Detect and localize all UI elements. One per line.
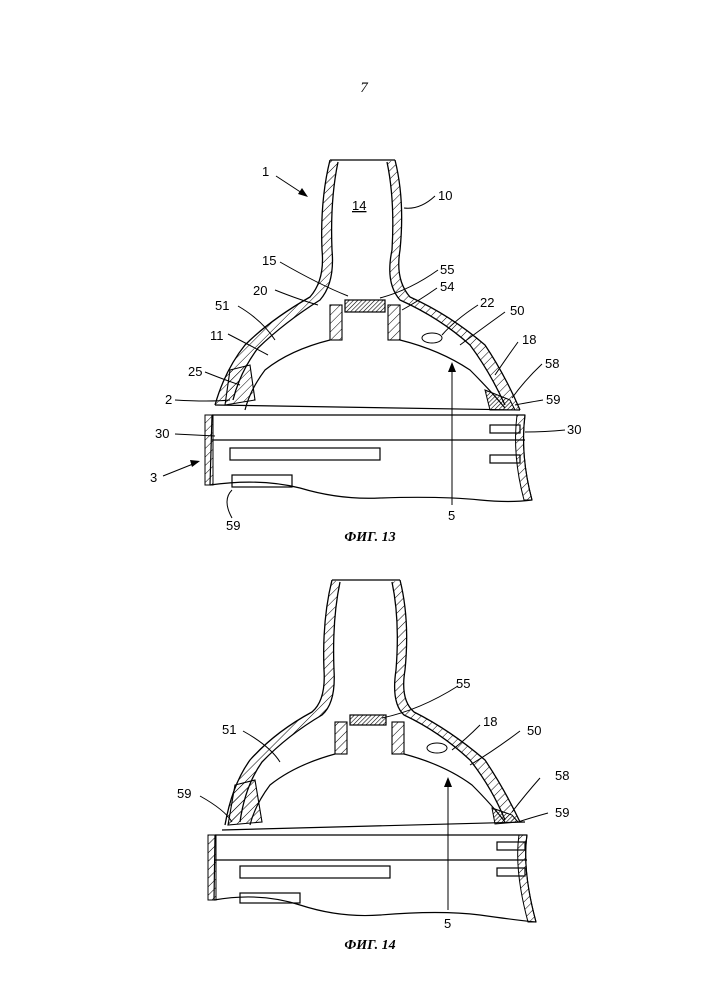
- label-2: 2: [165, 392, 172, 407]
- figure-13-caption: ФИГ. 13: [6, 530, 728, 546]
- label-59-left: 59: [177, 786, 191, 801]
- label-58: 58: [555, 768, 569, 783]
- bottle-3: [210, 415, 532, 502]
- label-11: 11: [210, 328, 224, 343]
- label-18: 18: [483, 714, 497, 729]
- figure-13-drawing: 1 14 10 15 55 54 20 22 51 50 11 18 25 58…: [0, 0, 728, 560]
- label-50: 50: [510, 303, 524, 318]
- label-15: 15: [262, 253, 276, 268]
- label-59-right: 59: [546, 392, 560, 407]
- label-50: 50: [527, 723, 541, 738]
- label-18: 18: [522, 332, 536, 347]
- leader-lines: [163, 176, 565, 518]
- label-51: 51: [222, 722, 236, 737]
- nipple-wall-left: [310, 160, 338, 300]
- label-1: 1: [262, 164, 269, 179]
- valve-disc: [345, 300, 385, 312]
- label-58: 58: [545, 356, 559, 371]
- label-30-right: 30: [567, 422, 581, 437]
- label-30-left: 30: [155, 426, 169, 441]
- label-5: 5: [444, 916, 451, 931]
- label-20: 20: [253, 283, 267, 298]
- label-59-right: 59: [555, 805, 569, 820]
- figure-14-drawing: 55 18 51 50 58 59 59 5: [0, 560, 728, 940]
- label-51: 51: [215, 298, 229, 313]
- label-10: 10: [438, 188, 452, 203]
- figure-14-caption: ФИГ. 14: [6, 938, 728, 954]
- label-55: 55: [456, 676, 470, 691]
- label-3: 3: [150, 470, 157, 485]
- label-55: 55: [440, 262, 454, 277]
- label-14: 14: [352, 198, 366, 213]
- label-22: 22: [480, 295, 494, 310]
- label-54: 54: [440, 279, 454, 294]
- label-5: 5: [448, 508, 455, 523]
- label-25: 25: [188, 364, 202, 379]
